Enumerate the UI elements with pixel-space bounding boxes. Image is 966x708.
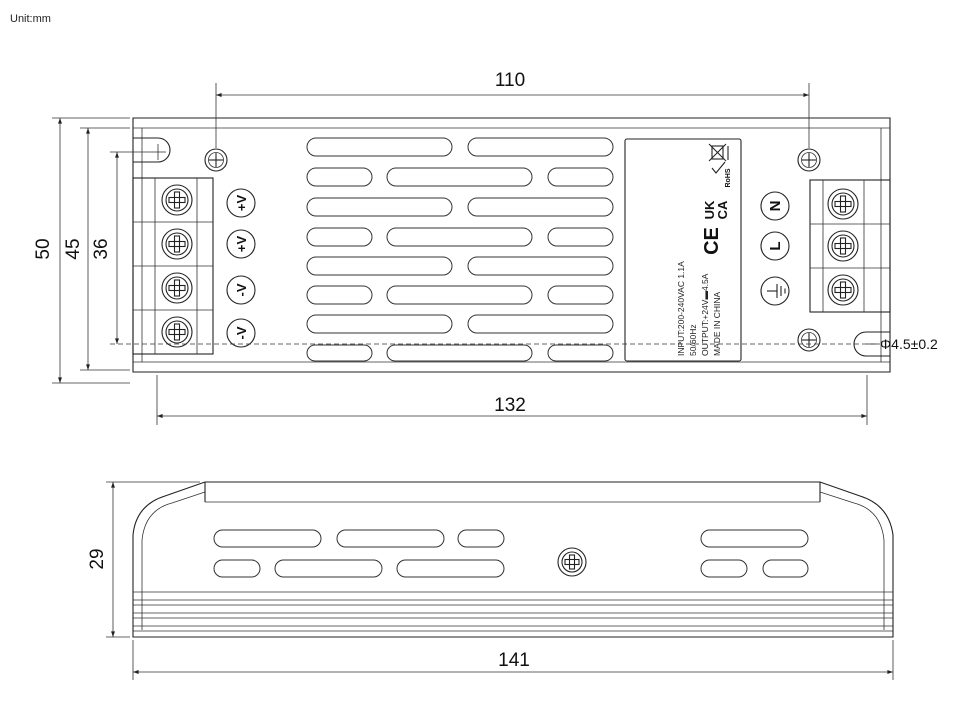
- dimensions-side-view: 29 141: [87, 481, 894, 680]
- label-frequency-line: 50/60Hz: [688, 324, 698, 356]
- label-plate: INPUT:200-240VAC 1.1A 50/60Hz OUTPUT:+24…: [624, 138, 742, 362]
- dim-hole-spacing-width: 110: [495, 70, 525, 91]
- terminal-mark-text: +V: [234, 236, 249, 253]
- terminal-block-left: [132, 177, 214, 355]
- dim-side-height: 29: [87, 548, 108, 569]
- terminal-mark-left: -V: [226, 318, 256, 348]
- ukca-mark-bottom: CA: [715, 200, 730, 219]
- weee-bin-icon: [708, 143, 729, 162]
- terminal-mark-left: +V: [226, 188, 256, 218]
- terminal-mark-text: +V: [234, 195, 249, 212]
- dim-side-length: 141: [498, 650, 530, 671]
- dim-overall-width: 132: [494, 395, 526, 416]
- terminal-mark-right-n: N: [760, 191, 790, 221]
- terminal-screw: [161, 228, 193, 260]
- ce-mark: CE: [701, 227, 723, 255]
- terminal-mark-right-l: L: [760, 231, 790, 261]
- terminal-screw: [827, 230, 859, 262]
- dimensions-top-view: 110 132 50 45 36 Φ4.5±0.2: [33, 70, 938, 425]
- label-origin-line: MADE IN CHINA: [712, 291, 722, 356]
- terminal-block-right: [809, 179, 891, 313]
- mount-screw-top-right: [797, 148, 821, 172]
- label-input-line: INPUT:200-240VAC 1.1A: [676, 261, 686, 356]
- terminal-mark-left: -V: [226, 275, 256, 305]
- ukca-mark-top: UK: [702, 200, 717, 219]
- terminal-mark-right-earth: [760, 276, 790, 306]
- dim-overall-height: 50: [33, 238, 54, 259]
- rohs-mark: RoHS: [725, 168, 732, 187]
- side-view: [132, 481, 894, 638]
- mount-screw-bottom-right: [797, 328, 821, 352]
- terminal-mark-text: -V: [234, 326, 249, 339]
- dim-hole-spacing-height: 36: [91, 238, 112, 259]
- vent-slots-side: [213, 529, 809, 578]
- mounting-notch-left: [133, 137, 171, 163]
- terminal-mark-text: N: [767, 201, 784, 212]
- vent-slots-top: [306, 137, 614, 362]
- rohs-check-icon: [711, 161, 726, 174]
- earth-ground-icon: [767, 284, 786, 298]
- terminal-screw: [161, 316, 193, 348]
- terminal-mark-text: L: [767, 241, 784, 250]
- terminal-screw: [827, 274, 859, 306]
- terminal-screw: [161, 272, 193, 304]
- terminal-screw: [161, 184, 193, 216]
- terminal-mark-left: +V: [226, 229, 256, 259]
- top-view: +V +V -V -V: [110, 117, 891, 373]
- side-mount-screw: [557, 547, 587, 577]
- dim-body-height: 45: [63, 238, 84, 259]
- unit-label: Unit:mm: [10, 13, 51, 25]
- mount-screw-top-left: [204, 148, 228, 172]
- terminal-mark-text: -V: [234, 283, 249, 296]
- dim-hole-diameter: Φ4.5±0.2: [880, 336, 938, 352]
- label-output-line: OUTPUT:+24V▬4.5A: [700, 273, 710, 356]
- terminal-screw: [827, 188, 859, 220]
